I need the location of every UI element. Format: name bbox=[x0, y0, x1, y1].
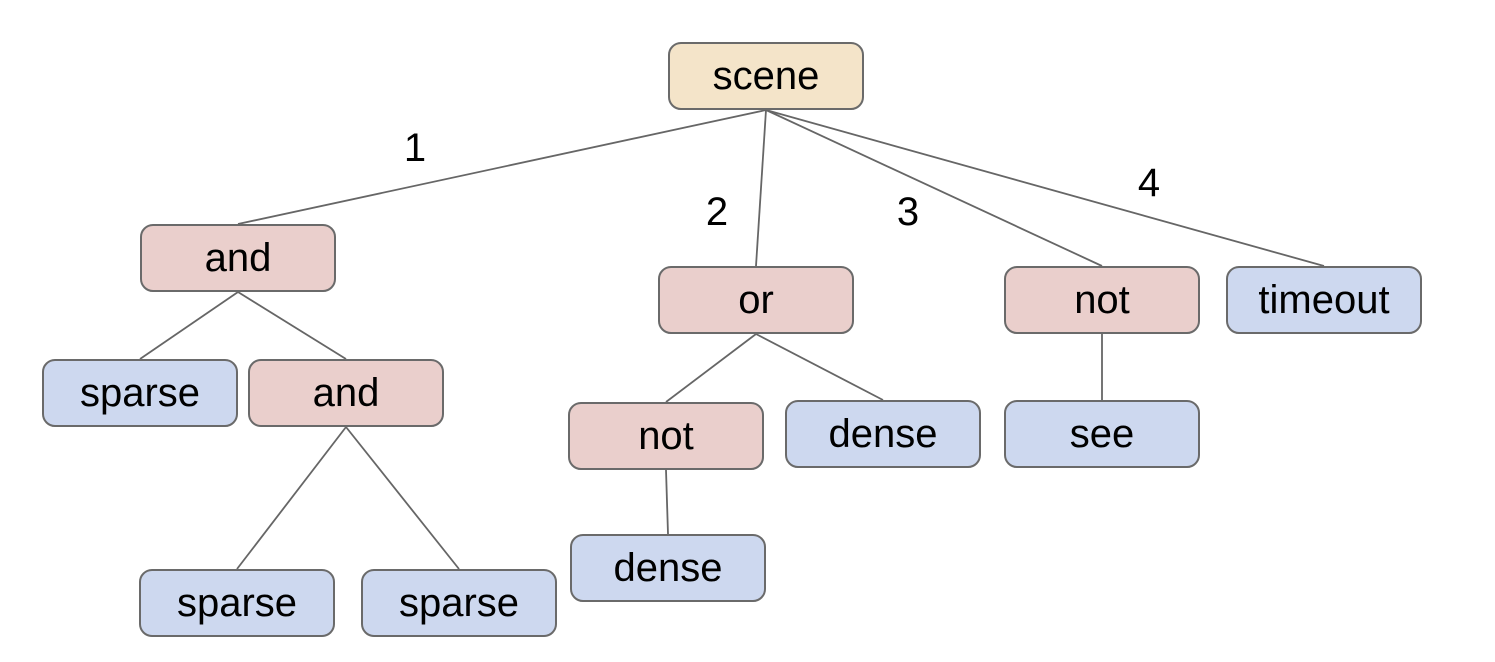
edge-and-and bbox=[237, 291, 347, 360]
edge-and2-sparse-right bbox=[345, 426, 460, 570]
edge-scene-not bbox=[765, 109, 1103, 267]
tree-node-dense-1-label: dense bbox=[828, 412, 938, 456]
tree-node-not-1[interactable]: not bbox=[1004, 266, 1200, 334]
tree-node-and-1[interactable]: and bbox=[140, 224, 336, 292]
tree-node-not-1-label: not bbox=[1074, 278, 1130, 322]
tree-node-timeout[interactable]: timeout bbox=[1226, 266, 1422, 334]
tree-node-sparse-2[interactable]: sparse bbox=[139, 569, 335, 637]
tree-node-dense-1[interactable]: dense bbox=[785, 400, 981, 468]
edge-scene-and bbox=[237, 109, 767, 225]
tree-node-or-label: or bbox=[738, 278, 774, 322]
tree-node-sparse-1[interactable]: sparse bbox=[42, 359, 238, 427]
tree-node-sparse-3-label: sparse bbox=[398, 581, 520, 625]
tree-node-and-2-label: and bbox=[312, 371, 380, 415]
tree-node-sparse-1-label: sparse bbox=[79, 371, 201, 415]
tree-node-not-2-label: not bbox=[638, 414, 694, 458]
tree-node-and-2[interactable]: and bbox=[248, 359, 444, 427]
edge-scene-timeout bbox=[765, 109, 1325, 267]
tree-node-dense-2-label: dense bbox=[613, 546, 723, 590]
tree-node-sparse-3[interactable]: sparse bbox=[361, 569, 557, 637]
edge-or-dense bbox=[755, 333, 884, 401]
tree-node-not-2[interactable]: not bbox=[568, 402, 764, 470]
edge-label-3: 3 bbox=[896, 190, 920, 234]
edge-label-2: 2 bbox=[705, 190, 729, 234]
edge-scene-or bbox=[755, 109, 767, 267]
tree-node-see[interactable]: see bbox=[1004, 400, 1200, 468]
edge-or-not bbox=[665, 333, 757, 403]
tree-node-dense-2[interactable]: dense bbox=[570, 534, 766, 602]
edge-label-1: 1 bbox=[403, 126, 427, 170]
tree-node-see-label: see bbox=[1069, 412, 1135, 456]
edge-and2-sparse-left bbox=[236, 426, 347, 570]
edge-and-sparse bbox=[139, 291, 239, 360]
tree-node-sparse-2-label: sparse bbox=[176, 581, 298, 625]
tree-node-or[interactable]: or bbox=[658, 266, 854, 334]
tree-node-scene-label: scene bbox=[712, 54, 820, 98]
edge-not2-dense bbox=[665, 469, 669, 535]
tree-node-timeout-label: timeout bbox=[1258, 278, 1390, 322]
tree-node-and-1-label: and bbox=[204, 236, 272, 280]
edge-label-4: 4 bbox=[1137, 161, 1161, 205]
tree-node-scene[interactable]: scene bbox=[668, 42, 864, 110]
